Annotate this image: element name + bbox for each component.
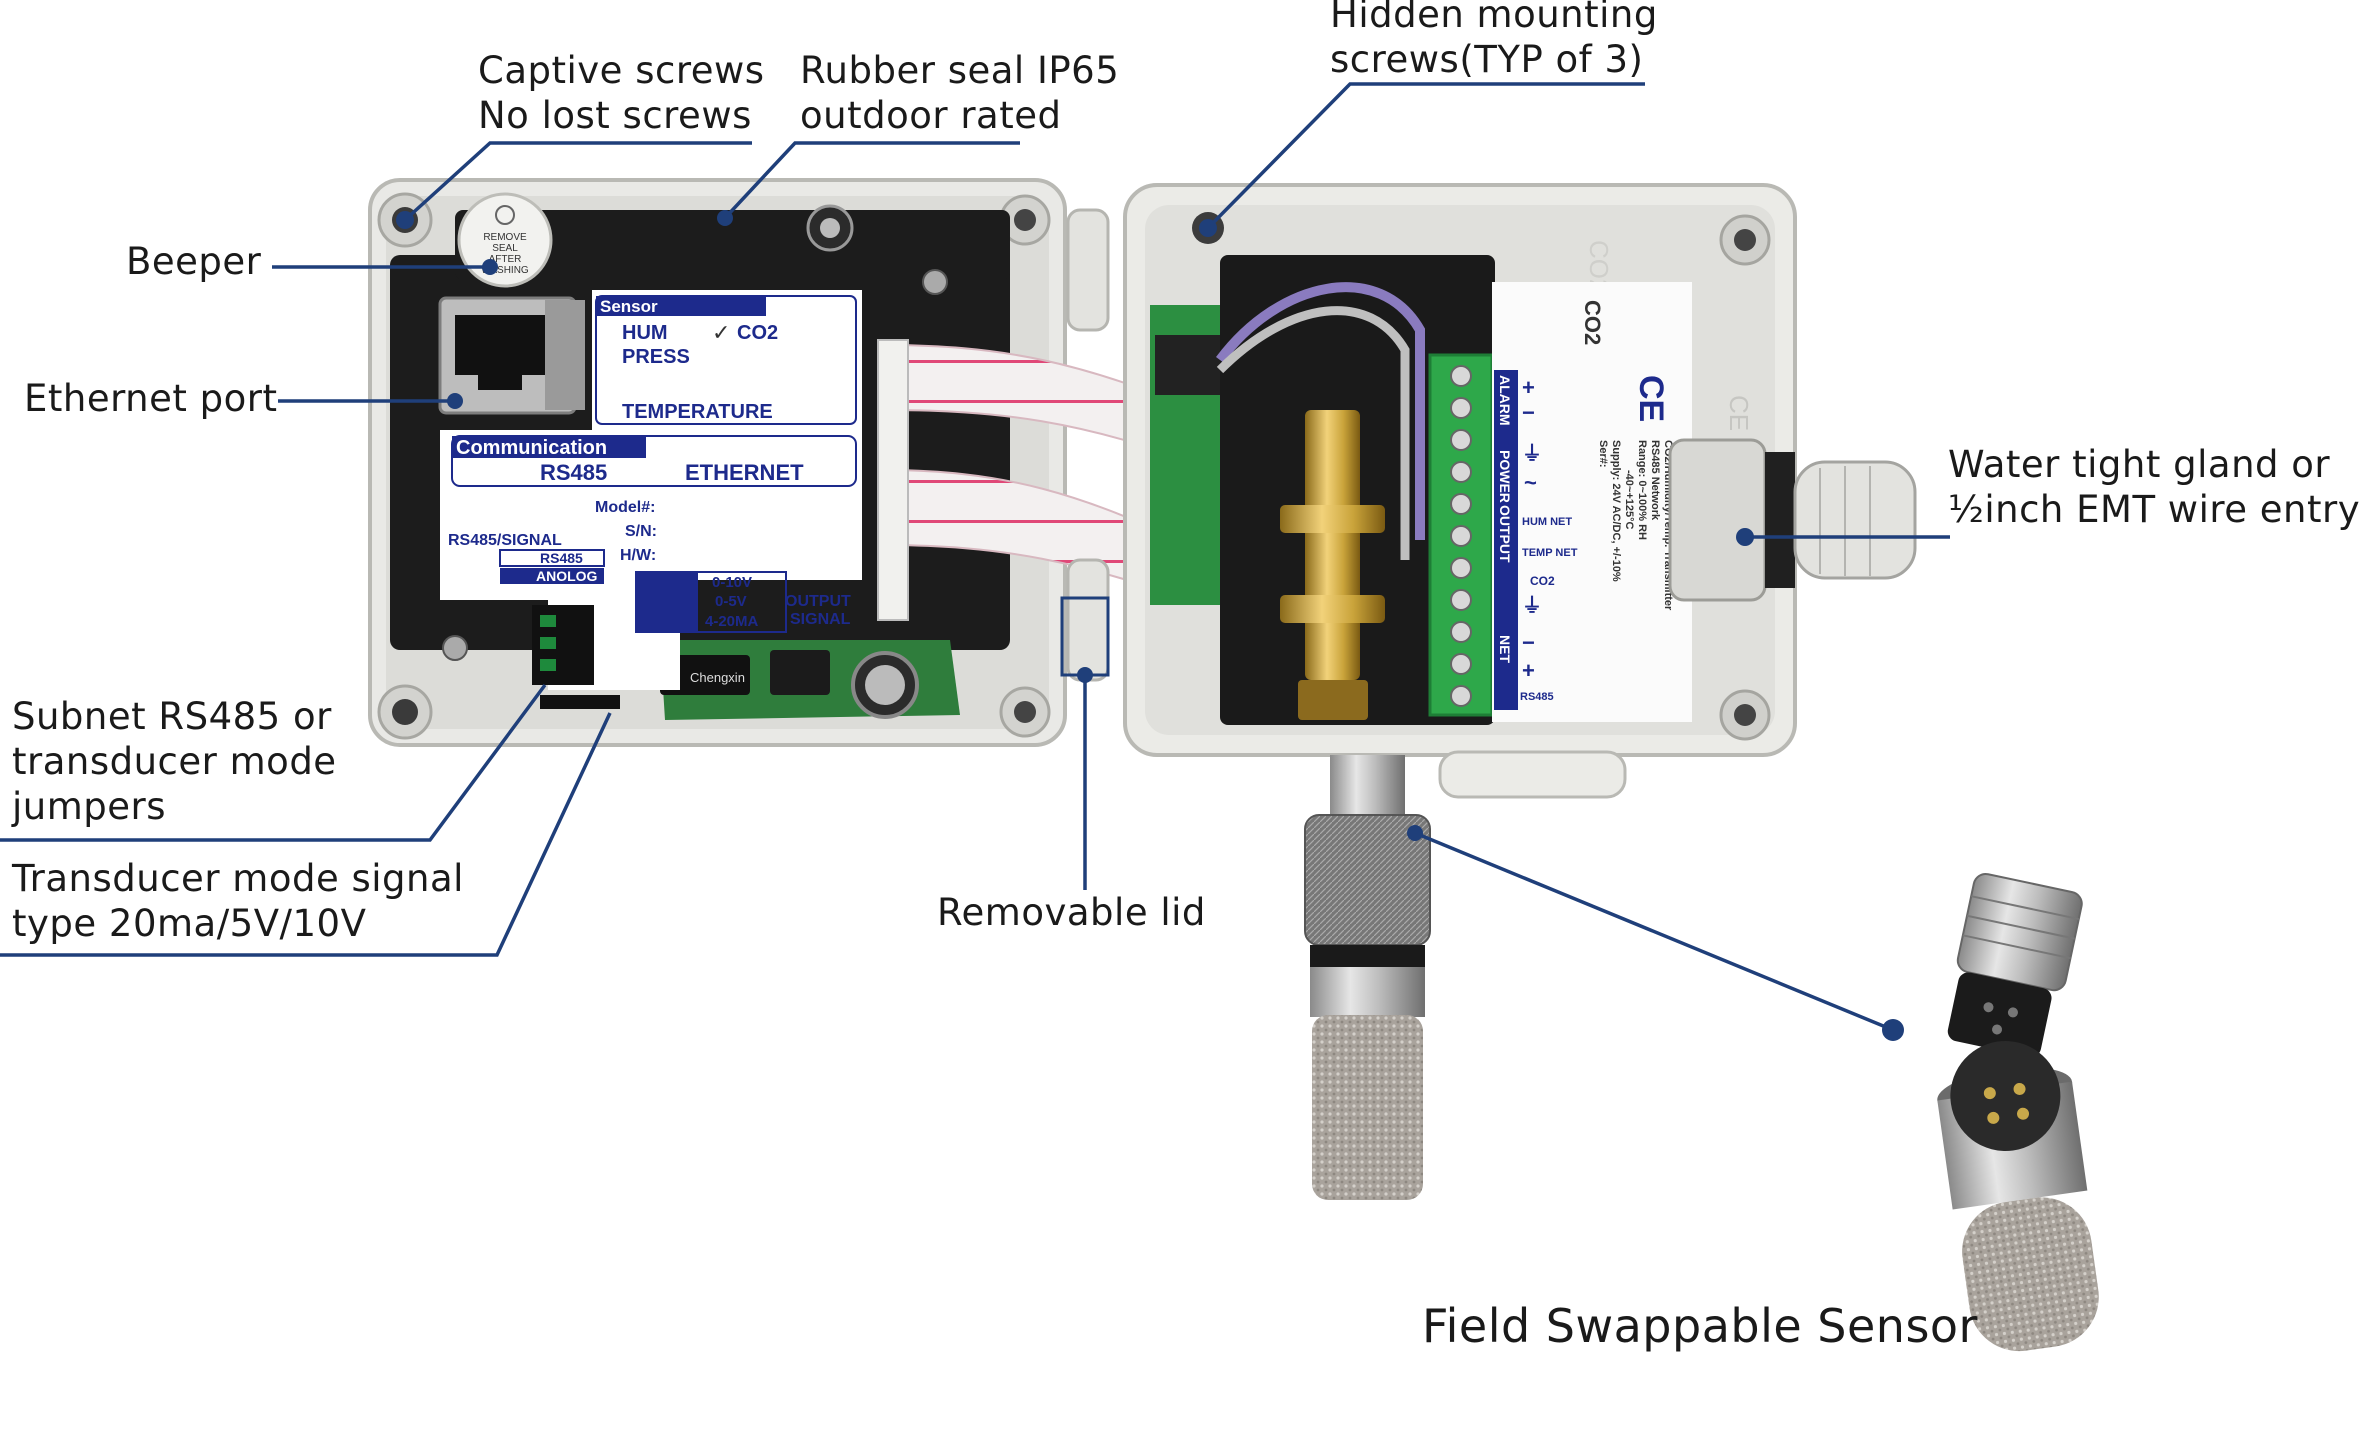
svg-text:POWER: POWER [1497,450,1513,503]
svg-text:ALARM: ALARM [1497,375,1513,426]
svg-text:Sensor: Sensor [600,297,658,316]
svg-text:+: + [1522,658,1535,683]
callout-captive-screws: Captive screws No lost screws [478,49,765,137]
svg-text:OUTPUT: OUTPUT [785,593,851,610]
svg-text:AFTER: AFTER [489,254,522,265]
svg-text:SEAL: SEAL [492,243,518,254]
svg-text:+: + [1522,375,1535,400]
sensor-connector-icon [1280,410,1385,720]
leader-captive-screws [403,141,752,222]
callout-rubber-seal: Rubber seal IP65 outdoor rated [800,49,1120,137]
svg-text:~: ~ [1524,470,1537,495]
svg-text:REMOVE: REMOVE [483,232,527,243]
terminal-block [1428,353,1494,717]
ce-mark: CE [1632,375,1670,422]
leader-transducer [0,712,612,957]
svg-text:HUM NET: HUM NET [1522,516,1572,528]
svg-text:ETHERNET: ETHERNET [685,460,804,485]
callout-subnet-jumpers: Subnet RS485 or transducer mode jumpers [12,695,337,828]
svg-text:WASHING: WASHING [481,265,529,276]
svg-text:Range: 0~100% RH: Range: 0~100% RH [1636,440,1648,540]
svg-text:CE: CE [1724,395,1754,431]
callout-water-gland: Water tight gland or ½inch EMT wire entr… [1948,443,2361,531]
base-label-title: CO2 [1580,300,1605,345]
svg-text:PRESS: PRESS [622,346,690,368]
ethernet-port-icon [438,296,585,415]
svg-text:RS485: RS485 [1520,691,1554,703]
svg-text:-40~+125°C: -40~+125°C [1623,470,1635,529]
svg-text:−: − [1522,630,1535,655]
beeper-icon: REMOVE SEAL AFTER WASHING [457,192,553,288]
base: CO2 [1123,183,1917,799]
svg-text:ANOLOG: ANOLOG [536,568,598,584]
pcb-brand-text: Chengxin [690,670,745,685]
capacitor-icon [851,651,919,719]
svg-text:S/N:: S/N: [625,523,657,540]
svg-text:CO2: CO2 [1530,574,1555,588]
base-label-sticker: ALARM POWER OUTPUT NET + − ⏚ ~ HUM NET T… [1492,282,1692,722]
captive-screw-icon [999,686,1051,738]
svg-text:0-10V: 0-10V [712,574,752,591]
callout-removable-lid: Removable lid [937,891,1206,934]
leader-hidden-screws [1206,82,1645,230]
leader-field-sensor [1414,831,1894,1032]
svg-text:Supply: 24V AC/DC, +/-10%: Supply: 24V AC/DC, +/-10% [1610,440,1622,582]
capacitor-icon [806,204,854,252]
lid-hinge [1066,208,1110,682]
svg-text:4-20MA: 4-20MA [705,613,759,630]
swappable-sensor [1937,872,2099,1352]
callout-ethernet-port: Ethernet port [24,377,278,420]
svg-text:Model#:: Model#: [595,499,655,516]
svg-text:NET: NET [1497,635,1513,663]
leader-subnet-jumpers [0,683,547,842]
svg-text:RS485: RS485 [540,550,583,566]
leader-rubber-seal [723,141,1020,220]
lid-label-sticker: Sensor HUM ✓ CO2 PRESS TEMPERATURE Commu… [440,290,862,709]
svg-text:0-5V: 0-5V [715,593,747,610]
svg-text:RS485/SIGNAL: RS485/SIGNAL [448,532,562,549]
svg-text:H/W:: H/W: [620,547,656,564]
callout-beeper: Beeper [126,240,262,283]
callout-field-sensor: Field Swappable Sensor [1422,1299,1978,1353]
svg-text:RS485 Network: RS485 Network [1649,440,1661,521]
svg-text:✓: ✓ [712,320,730,345]
callout-transducer-signal: Transducer mode signal type 20ma/5V/10V [12,857,464,945]
mounting-screw-icon [1719,214,1771,266]
probe [1304,755,1431,1200]
svg-text:RS485: RS485 [540,460,607,485]
svg-text:CO2: CO2 [737,322,778,344]
svg-text:SIGNAL: SIGNAL [790,611,851,628]
captive-screw-icon [377,684,433,740]
cable-gland-icon [1668,438,1917,602]
svg-text:TEMPERATURE: TEMPERATURE [622,401,773,423]
leader-lines [0,82,1950,1032]
svg-text:OUTPUT: OUTPUT [1497,505,1513,563]
svg-text:Ser#:: Ser#: [1597,440,1609,468]
svg-text:⏚: ⏚ [1522,594,1542,617]
svg-text:Communication: Communication [456,437,607,459]
mounting-screw-icon [1719,689,1771,741]
lid: Chengxin REMOVE SEAL AFTER WASHING [368,178,1222,747]
svg-text:−: − [1522,400,1535,425]
leader-dots [396,210,1904,1041]
removable-lid-bracket [1060,596,1110,677]
svg-text:⏚: ⏚ [1522,442,1542,465]
svg-text:TEMP NET: TEMP NET [1522,547,1578,559]
callout-hidden-screws: Hidden mounting screws(TYP of 3) [1330,0,1658,81]
svg-text:HUM: HUM [622,322,668,344]
